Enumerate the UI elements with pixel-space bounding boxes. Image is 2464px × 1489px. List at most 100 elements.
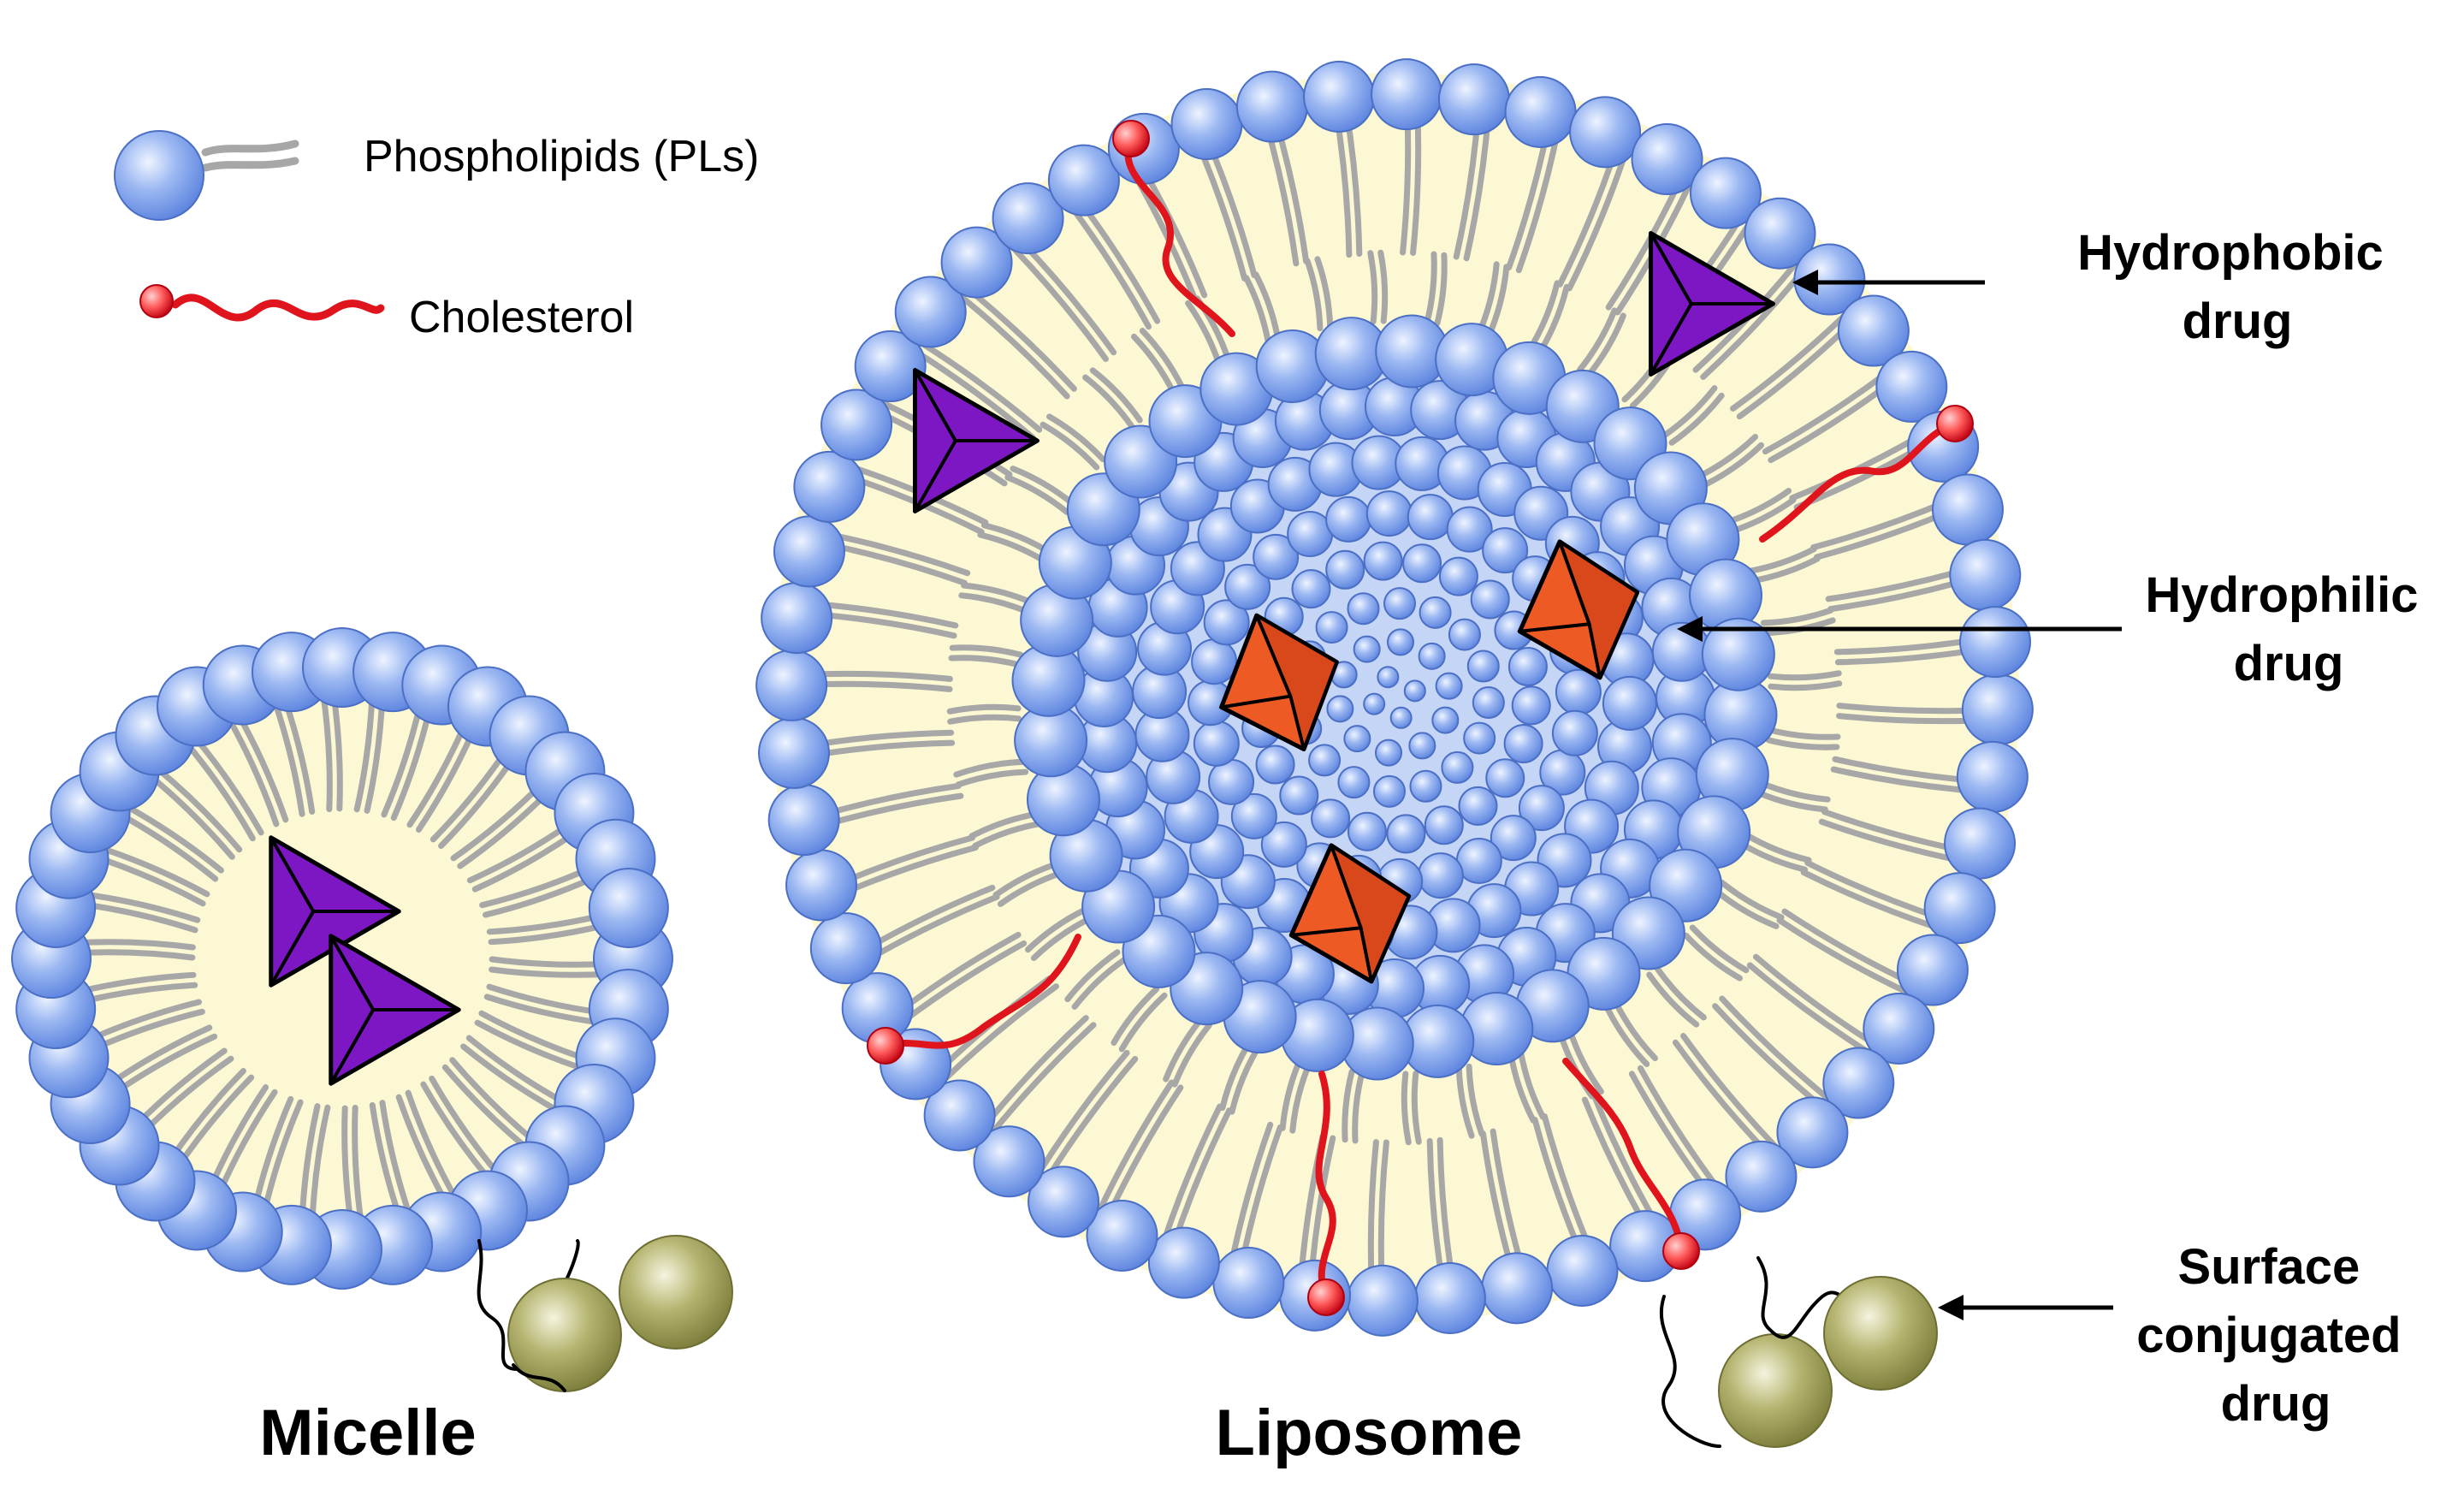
- phospholipid-tail-pair: [1577, 307, 1626, 378]
- phospholipid-head: [1377, 666, 1400, 689]
- phospholipid-head: [1961, 673, 2034, 746]
- surface-conjugated-drug: [477, 1239, 622, 1392]
- phospholipid-head: [1949, 538, 2022, 611]
- liposome-title: Liposome: [1216, 1397, 1523, 1469]
- phospholipid-head: [1303, 60, 1376, 133]
- phospholipid-head: [1365, 490, 1413, 537]
- hydrophilic-drug-label: Hydrophilic drug: [2145, 567, 2431, 691]
- phospholipid-head: [785, 849, 858, 922]
- phospholipid-head: [1448, 618, 1481, 651]
- phospholipid-head: [1260, 821, 1307, 868]
- phospholipid-head: [1482, 527, 1529, 574]
- phospholipid-head: [1308, 744, 1342, 777]
- phospholipid-head: [923, 1079, 996, 1152]
- phospholipid-head: [755, 649, 828, 721]
- phospholipid-tail-pair: [1424, 251, 1448, 327]
- phospholipid-tail-pair: [226, 711, 289, 828]
- phospholipid-tail-pair: [1064, 949, 1128, 1010]
- micelle-tails: [74, 690, 611, 1227]
- phospholipid-tail-pair: [1604, 999, 1658, 1067]
- phospholipid-head: [1325, 495, 1372, 543]
- liposome-aqueous-core: [1044, 347, 1745, 1048]
- phospholipid-head: [1725, 1140, 1798, 1213]
- hydrophilic-drug: [1517, 539, 1640, 680]
- phospholipid-head: [1325, 549, 1365, 590]
- phospholipid-head: [1383, 587, 1417, 620]
- phospholipid-tail-pair: [441, 1057, 538, 1152]
- phospholipid-head: [1481, 1252, 1554, 1325]
- phospholipid-head: [1837, 294, 1910, 367]
- phospholipid-head: [1417, 852, 1464, 899]
- phospholipid-tail-pair: [1037, 1049, 1139, 1179]
- phospholipid-head: [1409, 769, 1442, 803]
- phospholipid-head: [773, 515, 845, 588]
- phospholipid-tail-pair: [1004, 466, 1075, 515]
- phospholipid-tail-pair: [1696, 434, 1764, 488]
- phospholipid-head: [1147, 1226, 1220, 1299]
- phospholipid-tail-pair: [1304, 256, 1334, 332]
- phospholipid-head: [854, 330, 927, 403]
- phospholipid-tail-pair: [1342, 1068, 1365, 1144]
- phospholipid-tail-pair: [1712, 995, 1832, 1109]
- phospholipid-tail-pair: [1097, 1079, 1184, 1218]
- phospholipid-head: [1744, 197, 1816, 270]
- hydrophobic-drug: [1649, 231, 1775, 377]
- liposome-inner-tails: [946, 249, 1843, 1146]
- phospholipid-head: [1170, 88, 1243, 161]
- phospholipid-head: [1363, 541, 1403, 581]
- phospholipid-tail-pair: [1683, 924, 1750, 982]
- phospholipid-head: [1931, 473, 2004, 546]
- phospholipid-head: [1956, 740, 2029, 813]
- phospholipid-head: [1504, 75, 1577, 148]
- phospholipid-head: [820, 389, 893, 461]
- phospholipid-head: [114, 130, 204, 221]
- phospholipid-tail-pair: [1082, 367, 1143, 430]
- liposome-cholesterol-molecules: [867, 120, 1974, 1316]
- phospholipid-head: [1438, 556, 1478, 596]
- phospholipid-head: [1315, 611, 1348, 644]
- phospholipid-head: [992, 182, 1064, 255]
- phospholipid-head: [940, 226, 1013, 299]
- cholesterol-molecule: [867, 934, 1081, 1065]
- micelle-head-layer: [11, 627, 673, 1290]
- phospholipid-head: [1212, 1247, 1285, 1320]
- phospholipid-head: [1408, 732, 1436, 760]
- hydrophilic-drug: [1288, 843, 1412, 984]
- micelle-title: Micelle: [259, 1397, 476, 1469]
- phospholipid-head: [1346, 1264, 1419, 1337]
- phospholipid-head: [1086, 1199, 1158, 1272]
- surface-conjugated-drug: [1659, 1295, 1833, 1448]
- phospholipid-head: [1386, 628, 1414, 656]
- cholesterol-molecule: [1562, 1058, 1700, 1270]
- phospholipid-tail-pair: [474, 1010, 591, 1072]
- phospholipid-head: [1403, 679, 1426, 703]
- phospholipid-head: [1203, 599, 1250, 646]
- phospholipid-head: [1863, 992, 1935, 1065]
- phospholipid-tail-pair: [146, 765, 243, 860]
- phospholipid-tail-pair: [946, 703, 1022, 725]
- phospholipid-head: [1230, 792, 1277, 839]
- phospholipid-head: [1631, 123, 1703, 196]
- hydrophilic-drug: [1219, 613, 1339, 751]
- hydrophobic-drug: [329, 934, 461, 1086]
- phospholipid-head: [1511, 685, 1551, 726]
- phospholipid-tail-pair: [1767, 670, 1843, 691]
- phospholipid-head: [1463, 721, 1496, 755]
- phospholipid-tail-pair: [1367, 249, 1389, 325]
- phospholipid-head: [1343, 725, 1371, 753]
- phospholipid-head: [1470, 579, 1510, 620]
- phospholipid-head: [1028, 1166, 1100, 1238]
- phospholipid-head: [1507, 647, 1548, 687]
- phospholipid-head: [793, 450, 866, 523]
- phospholipid-head: [1193, 720, 1240, 767]
- phospholipid-tail-pair: [1765, 727, 1841, 750]
- hydrophobic-drug-label: Hydrophobic drug: [2077, 225, 2397, 349]
- phospholipid-tail-pair: [948, 644, 1024, 668]
- phospholipid-head: [1224, 563, 1271, 610]
- phospholipid-head: [1255, 744, 1295, 785]
- liposome-outer-head-layer: [755, 58, 2034, 1337]
- cholesterol-molecule: [1112, 120, 1235, 337]
- legend-phospholipids-label: Phospholipids (PLs): [364, 132, 759, 181]
- phospholipid-tail-pair: [1661, 385, 1725, 446]
- phospholipid-head: [1402, 543, 1442, 584]
